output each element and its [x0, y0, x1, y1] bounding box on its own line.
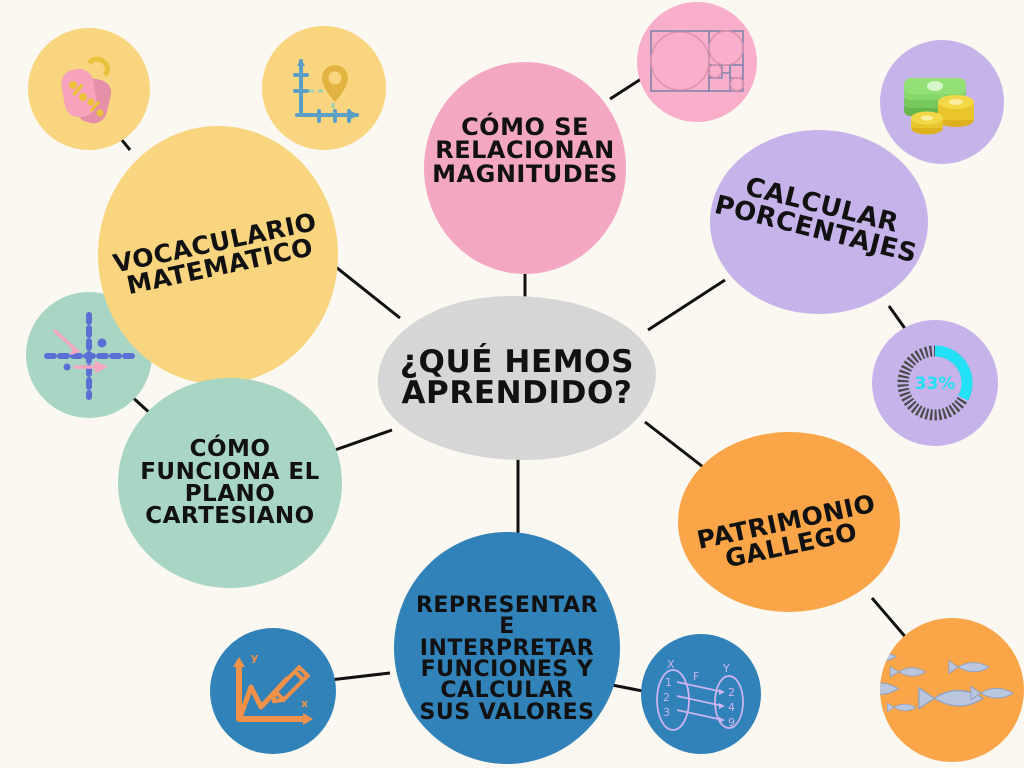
icon-circle-percent-tags[interactable] [28, 28, 150, 150]
connector-central-plano [334, 428, 393, 452]
icon-circle-money[interactable] [880, 40, 1004, 164]
connector-patrimonio-fish [870, 597, 910, 641]
connector-central-patrimonio [644, 420, 708, 472]
function-mapping-icon: X Y F 1 2 3 2 4 9 [656, 658, 744, 731]
money-icon [904, 78, 974, 135]
range-value-1: 2 [728, 686, 735, 699]
connector-central-porcentajes [647, 278, 726, 332]
donut-progress-icon: 33% [897, 345, 973, 421]
central-node[interactable]: ¿QUÉ HEMOS APRENDIDO? [378, 296, 656, 460]
connector-porcentajes-donut [887, 305, 908, 331]
branch-patrimonio-gallego[interactable]: PATRIMONIO GALLEGO [678, 432, 900, 612]
donut-value-label: 33% [915, 374, 956, 394]
branch-label-vocabulario-matematico: VOCACULARIO MATEMATICO [111, 206, 320, 301]
golden-ratio-icon [650, 30, 745, 92]
icon-circle-axes-location-pin[interactable] [262, 26, 386, 150]
icon-circle-fish-school[interactable] [880, 618, 1024, 762]
icon-circle-function-mapping[interactable]: X Y F 1 2 3 2 4 9 [641, 634, 761, 754]
range-value-2: 4 [728, 701, 735, 714]
icon-circle-graph-pencil[interactable]: y x [210, 628, 336, 754]
domain-value-3: 3 [663, 706, 670, 719]
branch-label-como-se-relacionan-magnitudes: CÓMO SE RELACIONAN MAGNITUDES [432, 113, 618, 188]
range-value-3: 9 [728, 716, 735, 729]
connector-representar-graph-pencil [329, 671, 391, 682]
icon-circle-donut-progress[interactable]: 33% [872, 320, 998, 446]
branch-label-calcular-porcentajes: CALCULAR PORCENTAJES [711, 171, 921, 270]
branch-label-representar-e-interpretar-funciones: REPRESENTAR E INTERPRETAR FUNCIONES Y CA… [415, 593, 599, 725]
branch-label-patrimonio-gallego: PATRIMONIO GALLEGO [694, 488, 879, 574]
fish-school-icon [880, 651, 1015, 713]
graph-location-pin-icon [293, 59, 359, 123]
axis-y-label: y [251, 651, 258, 664]
branch-como-funciona-el-plano-cartesiano[interactable]: CÓMO FUNCIONA EL PLANO CARTESIANO [118, 378, 342, 588]
branch-calcular-porcentajes[interactable]: CALCULAR PORCENTAJES [710, 130, 928, 314]
set-x-label: X [667, 658, 675, 671]
domain-value-1: 1 [665, 676, 672, 689]
percent-tags-icon [61, 56, 112, 124]
branch-representar-e-interpretar-funciones[interactable]: REPRESENTAR E INTERPRETAR FUNCIONES Y CA… [394, 532, 620, 764]
central-node-label: ¿QUÉ HEMOS APRENDIDO? [399, 344, 635, 411]
icon-circle-golden-ratio[interactable] [637, 2, 757, 122]
axis-x-label: x [301, 697, 308, 710]
branch-como-se-relacionan-magnitudes[interactable]: CÓMO SE RELACIONAN MAGNITUDES [424, 62, 626, 274]
domain-value-2: 2 [663, 691, 670, 704]
branch-label-como-funciona-el-plano-cartesiano: CÓMO FUNCIONA EL PLANO CARTESIANO [140, 436, 320, 530]
cartesian-plane-icon [44, 312, 135, 400]
graph-pencil-icon: y x [233, 651, 313, 725]
branch-vocabulario-matematico[interactable]: VOCACULARIO MATEMATICO [98, 126, 338, 384]
function-label: F [693, 670, 699, 683]
set-y-label: Y [722, 662, 730, 675]
